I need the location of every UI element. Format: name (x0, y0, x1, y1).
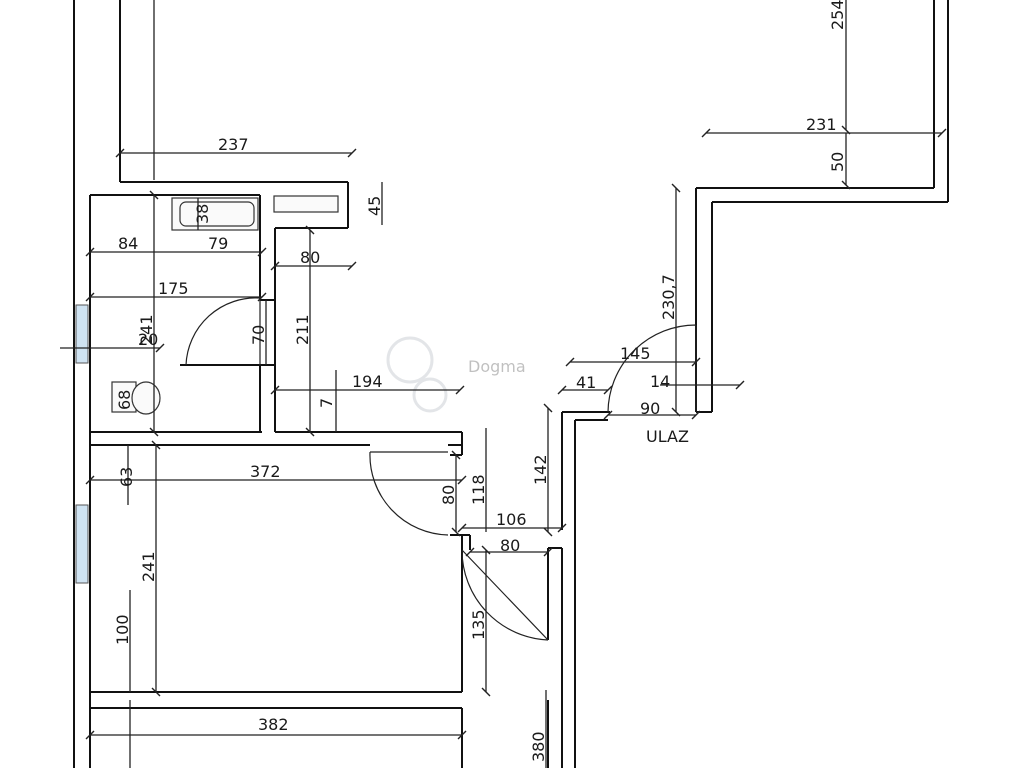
dim-194: 194 (352, 372, 383, 391)
dim-175: 175 (158, 279, 189, 298)
dim-254: 254 (828, 0, 847, 30)
watermark-logo: Dogma (386, 336, 526, 413)
dim-80-low: 80 (500, 536, 520, 555)
walls (73, 0, 949, 768)
dimension-labels: 237 254 231 50 45 38 84 79 80 175 241 20… (113, 0, 847, 762)
entrance-label: ULAZ (646, 427, 689, 446)
dim-79: 79 (208, 234, 228, 253)
dim-230-7: 230,7 (659, 274, 678, 320)
dim-380: 380 (529, 731, 548, 762)
dim-45: 45 (365, 196, 384, 216)
dim-41: 41 (576, 373, 596, 392)
watermark-text: Dogma (468, 357, 526, 376)
dim-70: 70 (249, 325, 268, 345)
dim-63: 63 (117, 467, 136, 487)
dim-100: 100 (113, 614, 132, 645)
dim-90: 90 (640, 399, 660, 418)
dim-7: 7 (317, 398, 336, 408)
dim-241-a: 241 (137, 314, 156, 345)
dim-50: 50 (828, 152, 847, 172)
dim-142: 142 (531, 454, 550, 485)
dim-135: 135 (469, 609, 488, 640)
dim-20: 20 (138, 330, 158, 349)
dim-211: 211 (293, 314, 312, 345)
window-bedroom (75, 504, 89, 584)
dim-80-mid: 80 (439, 485, 458, 505)
dim-14: 14 (650, 372, 670, 391)
dim-80-top: 80 (300, 248, 320, 267)
dim-145: 145 (620, 344, 651, 363)
window-bathroom (75, 304, 89, 364)
dim-237: 237 (218, 135, 249, 154)
dim-68: 68 (115, 390, 134, 410)
dim-106: 106 (496, 510, 527, 529)
door-bedroom (369, 451, 449, 536)
dim-118: 118 (469, 474, 488, 505)
dimension-lines (60, 0, 947, 768)
dim-372: 372 (250, 462, 281, 481)
dim-382: 382 (258, 715, 289, 734)
bathtub-inner (179, 201, 255, 227)
counter (273, 195, 339, 213)
dim-84: 84 (118, 234, 138, 253)
windows (75, 304, 89, 584)
dim-241-b: 241 (139, 551, 158, 582)
dim-38: 38 (193, 204, 212, 224)
toilet-bowl (131, 381, 161, 415)
dim-231: 231 (806, 115, 837, 134)
